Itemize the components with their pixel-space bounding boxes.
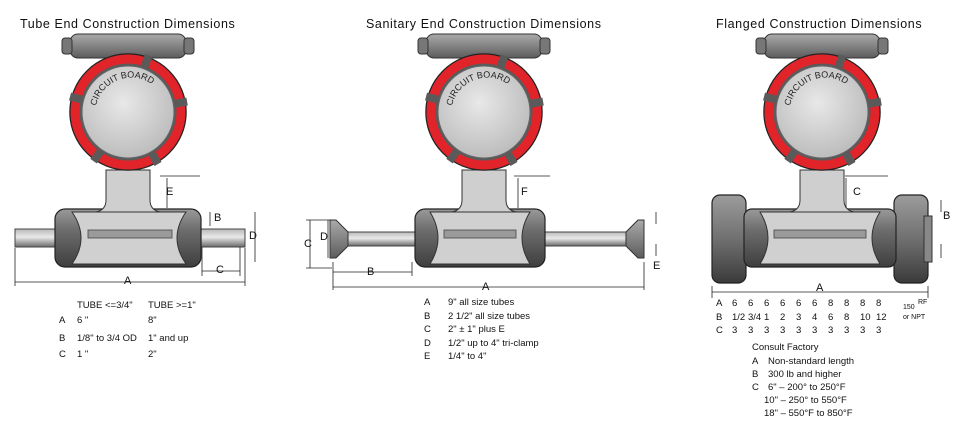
consult-label: B	[752, 369, 759, 380]
tube-header-small: TUBE <=3/4"	[77, 300, 133, 311]
tube-row-label: C	[59, 349, 66, 360]
dim-b-sanitary: B	[367, 266, 375, 278]
flanged-row-label: B	[716, 312, 723, 323]
sanitary-row-text: 1/2" up to 4" tri-clamp	[448, 338, 539, 349]
flanged-cell: 3	[748, 325, 754, 336]
consult-title: Consult Factory	[752, 342, 819, 353]
flanged-diagram	[711, 34, 942, 298]
tube-row-large: 1" and up	[148, 333, 189, 344]
flanged-cell: 3	[828, 325, 834, 336]
flanged-cell: 3	[876, 325, 882, 336]
sanitary-row-text: 9" all size tubes	[448, 297, 515, 308]
sanitary-row-label: C	[424, 324, 431, 335]
sanitary-row-text: 1/4" to 4"	[448, 351, 487, 362]
consult-label: C	[752, 382, 759, 393]
dim-b-tube: B	[214, 212, 222, 224]
tube-row-small: 6 "	[77, 315, 89, 326]
flanged-cell: 6	[732, 298, 738, 309]
dim-e-sanitary: E	[653, 260, 661, 272]
sanitary-end-diagram	[306, 34, 657, 290]
sanitary-row-label: B	[424, 311, 431, 322]
flanged-cell: 6	[780, 298, 786, 309]
tube-row-large: 8"	[148, 315, 157, 326]
tube-row-large: 2"	[148, 349, 157, 360]
flanged-row-label: A	[716, 298, 723, 309]
flanged-cell: 3/4	[748, 312, 762, 323]
tube-header-large: TUBE >=1"	[148, 300, 196, 311]
dim-c-tube: C	[216, 264, 224, 276]
sanitary-row-label: A	[424, 297, 431, 308]
flanged-cell: 3	[812, 325, 818, 336]
flanged-cell: 8	[876, 298, 882, 309]
sanitary-row-text: 2" ± 1" plus E	[448, 324, 505, 335]
dim-b-flanged: B	[943, 210, 951, 222]
flanged-cell: 8	[828, 298, 834, 309]
dim-e-tube: E	[166, 186, 174, 198]
tube-end-diagram	[14, 34, 256, 286]
consult-extra: 18" – 550°F to 850°F	[764, 408, 853, 419]
tube-row-label: A	[59, 315, 66, 326]
consult-text: Non-standard length	[768, 356, 855, 367]
flanged-note-npt: or NPT	[903, 314, 926, 321]
tube-row-small: 1/8" to 3/4 OD	[77, 333, 137, 344]
flanged-note-rf: RF	[918, 299, 928, 306]
dim-f-sanitary: F	[521, 186, 528, 198]
flanged-cell: 3	[764, 325, 770, 336]
flanged-cell: 8	[860, 298, 866, 309]
flanged-cell: 6	[812, 298, 818, 309]
flanged-cell: 4	[812, 312, 818, 323]
consult-extra: 10" – 250° to 550°F	[764, 395, 847, 406]
dim-a-tube: A	[124, 275, 132, 287]
flanged-cell: 1	[764, 312, 770, 323]
flanged-cell: 2	[780, 312, 786, 323]
consult-label: A	[752, 356, 759, 367]
circuit-board-label-tube: CIRCUIT BOARD	[88, 70, 156, 107]
sanitary-row-label: D	[424, 338, 431, 349]
circuit-board-label-flanged: CIRCUIT BOARD	[782, 70, 850, 107]
dim-d-sanitary: D	[320, 231, 328, 243]
flanged-cell: 3	[844, 325, 850, 336]
flanged-cell: 1/2	[732, 312, 746, 323]
flanged-cell: 3	[860, 325, 866, 336]
circuit-board-label-sanitary: CIRCUIT BOARD	[444, 70, 512, 107]
tube-row-label: B	[59, 333, 66, 344]
dim-c-sanitary: C	[304, 238, 312, 250]
flanged-title: Flanged Construction Dimensions	[716, 17, 923, 31]
dim-d-tube: D	[249, 230, 257, 242]
flanged-cell: 8	[844, 298, 850, 309]
flanged-cell: 6	[796, 298, 802, 309]
flanged-cell: 6	[764, 298, 770, 309]
flanged-cell: 3	[780, 325, 786, 336]
flanged-cell: 3	[796, 312, 802, 323]
sanitary-row-text: 2 1/2" all size tubes	[448, 311, 531, 322]
sanitary-row-label: E	[424, 351, 431, 362]
flanged-cell: 3	[732, 325, 738, 336]
tube-row-small: 1 "	[77, 349, 89, 360]
flanged-cell: 6	[748, 298, 754, 309]
consult-text: 6" – 200° to 250°F	[768, 382, 846, 393]
dim-a-flanged: A	[816, 282, 824, 294]
sanitary-end-title: Sanitary End Construction Dimensions	[366, 17, 602, 31]
dim-a-sanitary: A	[482, 281, 490, 293]
flanged-cell: 8	[844, 312, 850, 323]
consult-text: 300 lb and higher	[768, 369, 842, 380]
flanged-cell: 12	[876, 312, 887, 323]
flanged-cell: 3	[796, 325, 802, 336]
tube-end-title: Tube End Construction Dimensions	[20, 17, 236, 31]
flanged-cell: 10	[860, 312, 871, 323]
flanged-cell: 6	[828, 312, 834, 323]
flanged-note-150: 150	[903, 304, 915, 311]
flanged-row-label: C	[716, 325, 723, 336]
dim-c-flanged: C	[853, 186, 861, 198]
